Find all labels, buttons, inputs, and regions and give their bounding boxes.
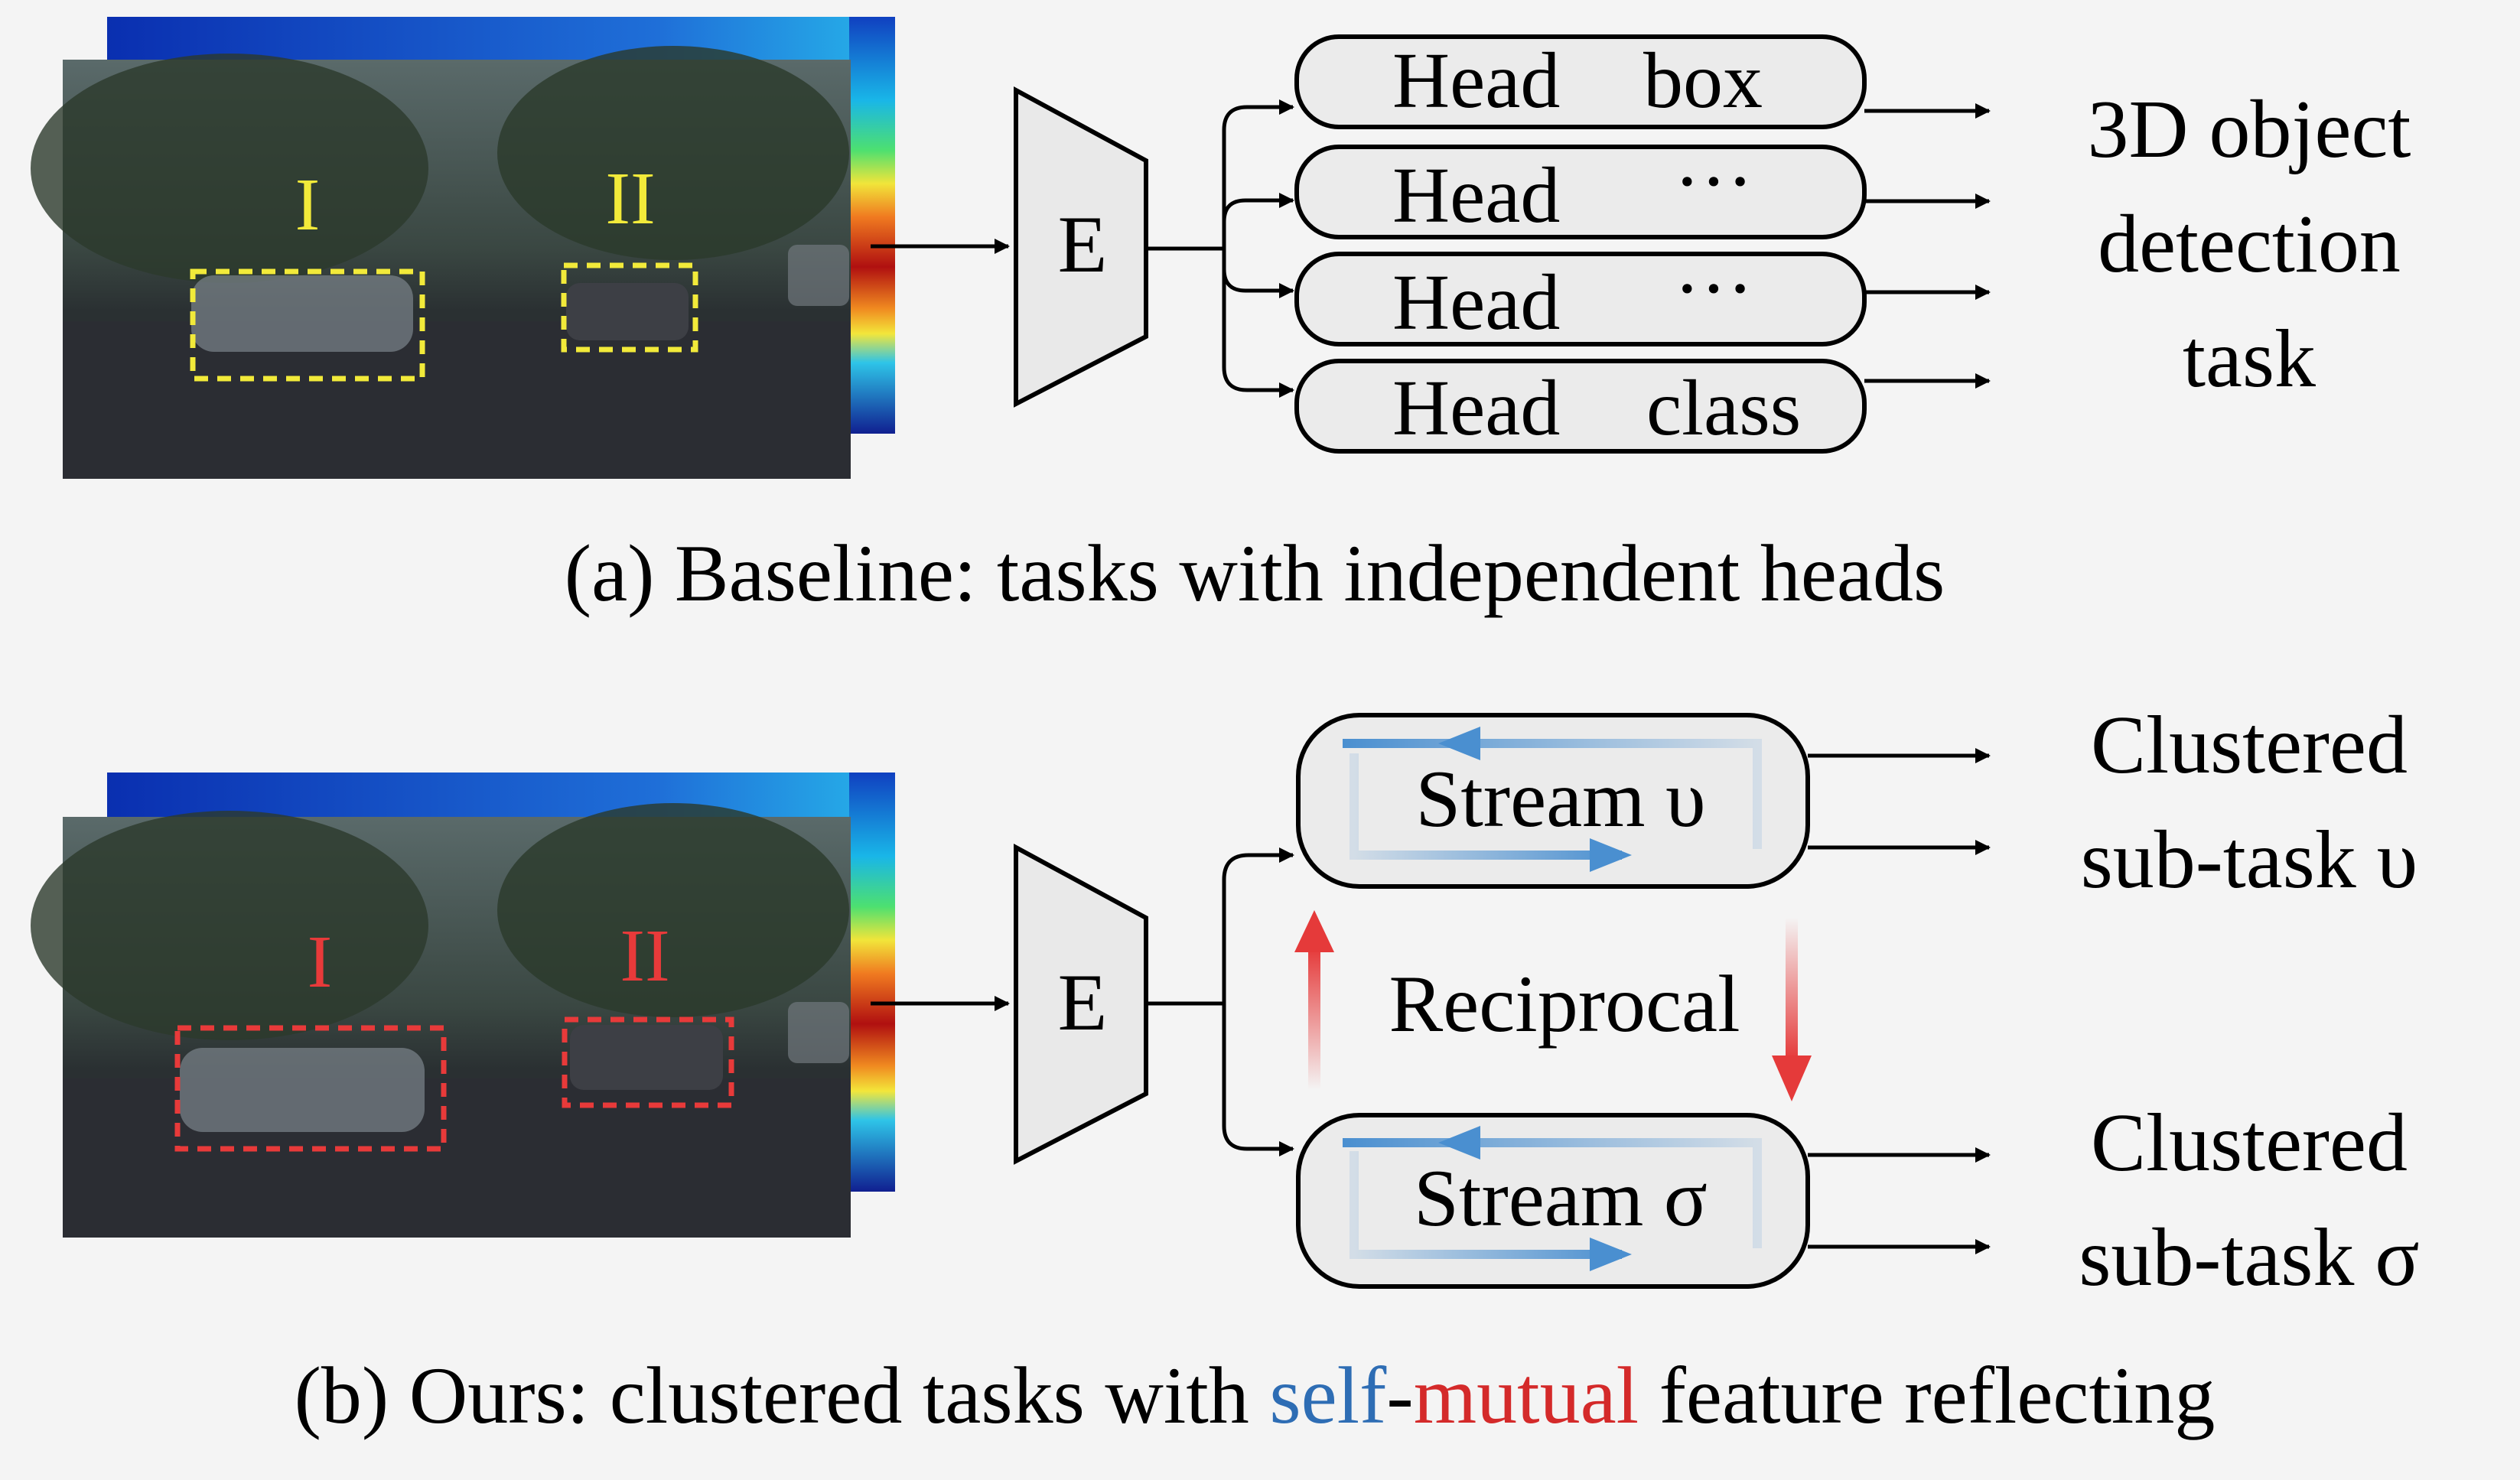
caption-b-mutual: mutual — [1414, 1351, 1639, 1440]
task-label-a: 3D object detection task — [2088, 84, 2411, 405]
head-3: Head ··· — [1294, 245, 1867, 346]
caption-b-self: self — [1269, 1351, 1387, 1440]
region-box-i-b — [174, 1025, 447, 1152]
reciprocal-label: Reciprocal — [1389, 959, 1740, 1049]
stream-sigma-flow-top — [1343, 1138, 1762, 1248]
stream-upsilon-flow-bottom-head — [1590, 838, 1632, 872]
svg-text:sub-task σ: sub-task σ — [2079, 1212, 2419, 1303]
stream-upsilon-flow-top — [1343, 739, 1762, 849]
head-output-arrows — [1864, 103, 1991, 389]
svg-text:sub-task υ: sub-task υ — [2081, 815, 2417, 906]
stream-sigma: Stream σ — [1296, 1113, 1810, 1289]
region-box-i-a — [190, 268, 425, 382]
svg-text:detection: detection — [2098, 199, 2401, 290]
stream-sigma-flow-bottom — [1350, 1151, 1622, 1259]
svg-text:Clustered: Clustered — [2091, 1098, 2408, 1189]
head-box: Head box — [1294, 34, 1867, 129]
encoder-label-b: E — [1058, 958, 1108, 1047]
head-2-suffix: ··· — [1674, 138, 1753, 226]
reciprocal-arrow-up — [1294, 910, 1334, 1090]
region-label-i-a: I — [295, 164, 321, 246]
svg-text:task: task — [2183, 314, 2316, 405]
caption-b-prefix: (b) Ours: clustered tasks with — [295, 1351, 1270, 1440]
region-label-ii-b: II — [620, 915, 669, 997]
stream-upsilon-flow-top-head — [1438, 727, 1480, 760]
region-box-ii-a — [561, 262, 698, 353]
scene-photo-b — [31, 803, 851, 1238]
stream-sigma-label: Stream σ — [1414, 1153, 1708, 1243]
stream-sigma-flow-top-head — [1438, 1126, 1480, 1160]
stream-sigma-flow-bottom-head — [1590, 1238, 1632, 1271]
encoder-branches-b — [1146, 847, 1294, 1156]
subtask-sigma-label: Clustered sub-task σ — [2079, 1098, 2419, 1303]
stream-upsilon-flow-bottom — [1350, 753, 1622, 860]
head-3-prefix: Head — [1392, 259, 1560, 346]
subtask-upsilon-label: Clustered sub-task υ — [2081, 700, 2417, 906]
head-class-prefix: Head — [1392, 364, 1560, 452]
svg-text:Clustered: Clustered — [2091, 700, 2408, 791]
region-box-ii-b — [562, 1016, 734, 1108]
encoder-branches-a — [1146, 99, 1294, 398]
head-box-suffix: box — [1643, 37, 1763, 125]
caption-b: (b) Ours: clustered tasks with self-mutu… — [295, 1351, 2216, 1440]
reciprocal-arrow-down — [1772, 918, 1812, 1101]
head-2-prefix: Head — [1392, 151, 1560, 239]
caption-b-dash: - — [1386, 1351, 1413, 1440]
stream-upsilon: Stream υ — [1296, 713, 1810, 889]
caption-b-suffix: feature reflecting — [1639, 1351, 2215, 1440]
encoder-label-a: E — [1058, 200, 1108, 289]
head-class: Head class — [1294, 359, 1867, 454]
region-label-i-b: I — [308, 921, 333, 1003]
encoder-a — [1014, 86, 1148, 408]
stream-output-arrows — [1808, 748, 1991, 1254]
head-box-prefix: Head — [1392, 37, 1560, 125]
stream-upsilon-label: Stream υ — [1415, 754, 1705, 844]
caption-a: (a) Baseline: tasks with independent hea… — [565, 529, 1945, 618]
scene-photo-a — [31, 46, 851, 479]
region-label-ii-a: II — [605, 158, 655, 240]
head-class-suffix: class — [1646, 364, 1801, 452]
panel-a: I II E Head box Head ··· Head · — [31, 17, 2411, 618]
encoder-b — [1014, 843, 1148, 1165]
head-3-suffix: ··· — [1674, 245, 1753, 333]
head-2: Head ··· — [1294, 138, 1867, 239]
panel-b: I II E Stream υ Stream σ — [31, 700, 2420, 1440]
svg-text:3D object: 3D object — [2088, 84, 2411, 175]
